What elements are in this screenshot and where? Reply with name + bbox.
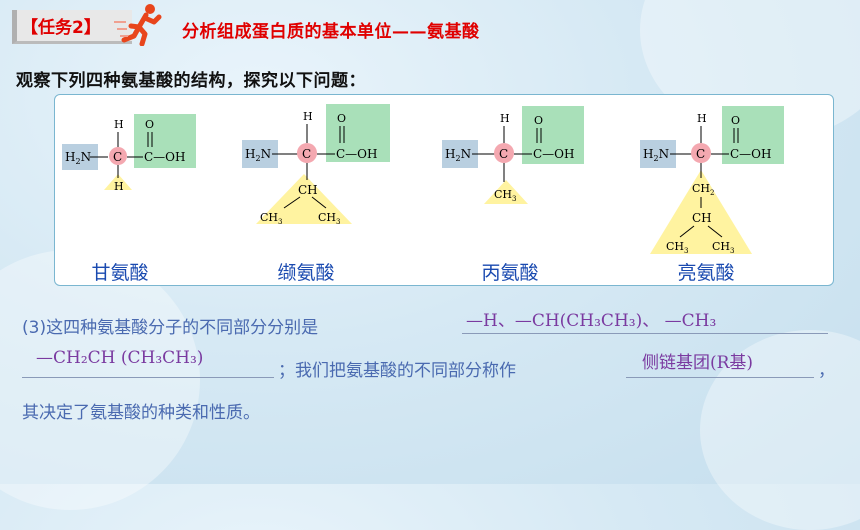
glycine-structure: H2N C H H C—OH O — [62, 114, 196, 193]
task-tag: 【任务2】 — [12, 10, 132, 44]
svg-text:CH3: CH3 — [712, 240, 734, 255]
question-end: ， — [818, 361, 835, 381]
svg-text:CH: CH — [298, 183, 318, 197]
valine-structure: H2N C H CH CH3 CH3 C—OH O — [242, 104, 390, 226]
question-prefix: (3)这四种氨基酸分子的不同部分分别是 — [22, 318, 319, 338]
svg-text:H2N: H2N — [643, 147, 669, 163]
svg-text:CH3: CH3 — [666, 240, 688, 255]
answer-3-underline — [626, 377, 814, 378]
svg-text:C: C — [696, 147, 705, 161]
svg-text:H: H — [114, 180, 124, 193]
svg-text:O: O — [534, 114, 543, 127]
svg-text:CH2: CH2 — [692, 182, 714, 197]
question-conclusion: 其决定了氨基酸的种类和性质。 — [22, 403, 260, 423]
svg-text:H2N: H2N — [245, 147, 271, 163]
answer-3: 侧链基团(R基) — [642, 353, 754, 373]
answer-1-underline — [462, 333, 828, 334]
svg-text:H: H — [697, 112, 707, 125]
svg-text:H2N: H2N — [65, 150, 91, 166]
svg-text:O: O — [337, 112, 346, 125]
svg-text:CH: CH — [692, 211, 712, 225]
amino-acid-name: 丙氨酸 — [481, 262, 539, 284]
page-title: 分析组成蛋白质的基本单位——氨基酸 — [182, 22, 480, 42]
question-middle: ；我们把氨基酸的不同部分称作 — [278, 361, 516, 381]
svg-text:C—OH: C—OH — [533, 147, 574, 161]
svg-text:CH3: CH3 — [260, 211, 282, 226]
runner-icon — [114, 4, 162, 46]
subtitle: 观察下列四种氨基酸的结构，探究以下问题： — [16, 71, 366, 91]
answer-2-underline — [22, 377, 274, 378]
leucine-structure: H2N C H CH2 CH CH3 CH3 C—OH O — [640, 106, 784, 255]
svg-text:C: C — [113, 150, 122, 164]
svg-text:O: O — [145, 118, 154, 131]
svg-text:H: H — [303, 110, 313, 123]
svg-text:H: H — [500, 112, 510, 125]
svg-text:O: O — [731, 114, 740, 127]
answer-1: —H、—CH(CH₃CH₃)、 —CH₃ — [466, 311, 717, 331]
alanine-structure: H2N C H CH3 C—OH O — [442, 106, 584, 204]
svg-text:CH3: CH3 — [318, 211, 340, 226]
svg-text:C—OH: C—OH — [144, 150, 185, 164]
answer-2: —CH₂CH (CH₃CH₃) — [36, 348, 204, 368]
svg-text:C—OH: C—OH — [730, 147, 771, 161]
svg-text:H2N: H2N — [445, 147, 471, 163]
svg-text:CH3: CH3 — [494, 188, 516, 203]
amino-acid-name: 亮氨酸 — [677, 262, 735, 284]
amino-acid-name: 缬氨酸 — [277, 262, 335, 284]
svg-text:C: C — [302, 147, 311, 161]
svg-text:C: C — [499, 147, 508, 161]
svg-text:C—OH: C—OH — [336, 147, 377, 161]
svg-text:H: H — [114, 118, 124, 131]
amino-acid-name: 甘氨酸 — [91, 262, 149, 284]
